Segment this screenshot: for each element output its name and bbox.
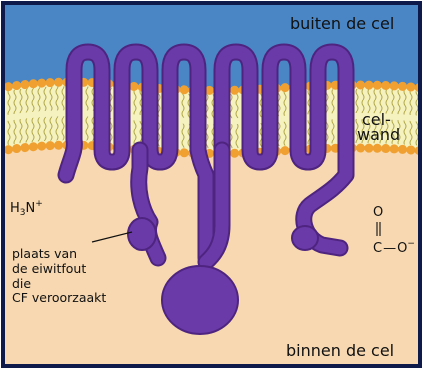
n-terminus-charge: + (35, 199, 43, 209)
defect-label-line1: plaats van (12, 247, 106, 262)
inside-cell-label: binnen de cel (286, 343, 394, 359)
carboxyl-charge: − (407, 239, 415, 249)
n-terminus-h: H (10, 201, 20, 216)
c-terminal-bulge (292, 226, 318, 250)
nucleotide-binding-domain (162, 266, 238, 334)
carboxyl-bond: — (383, 241, 396, 256)
defect-label-line2: de eiwitfout (12, 262, 106, 277)
n-terminus-n: N (26, 201, 36, 216)
carboxyl-oxygen-top: O (373, 206, 383, 219)
outside-cell-label: buiten de cel (290, 16, 394, 32)
membrane-label-line2: wand (357, 127, 400, 143)
carboxyl-carbon: C (373, 241, 382, 256)
defect-label-line4: CF veroorzaakt (12, 291, 106, 306)
carboxyl-group: C—O− (373, 240, 415, 255)
defect-site-label: plaats van de eiwitfout die CF veroorzaa… (12, 247, 106, 306)
defect-site-bulge (128, 218, 156, 250)
defect-label-line3: die (12, 277, 106, 292)
carboxyl-oxygen-right: O (397, 241, 407, 256)
n-terminus-label: H3N+ (10, 200, 43, 218)
